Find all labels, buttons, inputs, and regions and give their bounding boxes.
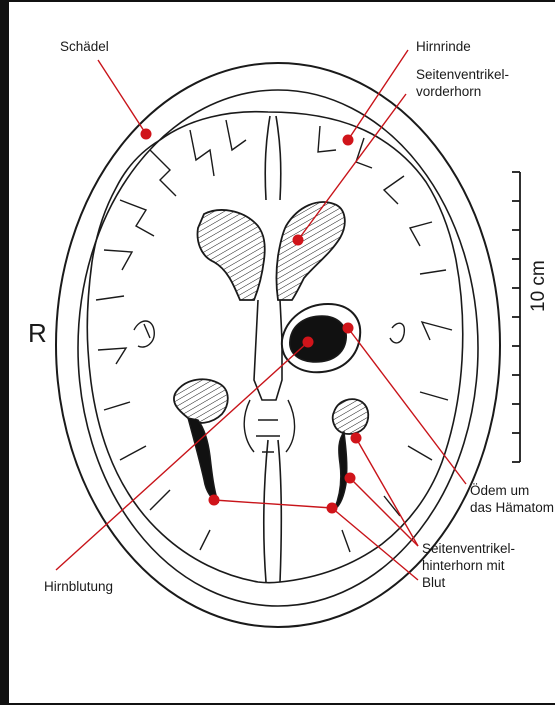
- left-posterior-horn: [174, 379, 228, 423]
- leader-hinterhorn-a: [356, 438, 418, 546]
- label-hinterhorn-line1: Seitenventrikel-: [422, 540, 515, 557]
- marker-hinterhorn: [351, 433, 362, 444]
- right-posterior-horn: [333, 399, 369, 434]
- marker-hirnrinde: [343, 135, 354, 146]
- scale-label: 10 cm: [528, 260, 550, 312]
- scale-bar: [512, 172, 520, 462]
- label-hirnrinde: Hirnrinde: [416, 38, 471, 55]
- leader-schaedel: [98, 60, 146, 134]
- marker-blut-left: [209, 495, 220, 506]
- central-structures: [244, 400, 294, 452]
- label-vorderhorn-line2: vorderhorn: [416, 83, 481, 100]
- marker-hirnblutung: [303, 337, 314, 348]
- marker-vorderhorn: [293, 235, 304, 246]
- label-oedem-line2: das Hämatom: [470, 499, 554, 516]
- third-ventricle: [254, 300, 282, 400]
- right-insula-sketch: [390, 323, 404, 343]
- left-posterior-blood: [188, 418, 218, 502]
- skull-inner: [78, 90, 478, 606]
- side-marker: R: [28, 318, 47, 349]
- marker-hinterhorn-blood: [345, 473, 356, 484]
- leader-hinterhorn-b: [350, 478, 418, 546]
- label-blut: Blut: [422, 574, 445, 591]
- label-schaedel: Schädel: [60, 38, 109, 55]
- leader-blut-b: [214, 500, 332, 508]
- leader-blut-a: [332, 508, 418, 580]
- label-vorderhorn-line1: Seitenventrikel-: [416, 66, 509, 83]
- marker-oedem: [343, 323, 354, 334]
- label-oedem-line1: Ödem um: [470, 482, 529, 499]
- right-posterior-blood: [334, 432, 347, 510]
- marker-schaedel: [141, 129, 152, 140]
- left-insula-sketch: [134, 321, 154, 347]
- label-hinterhorn-line2: hinterhorn mit: [422, 557, 505, 574]
- marker-blut-right: [327, 503, 338, 514]
- leader-hirnblutung: [56, 342, 308, 570]
- label-hirnblutung: Hirnblutung: [44, 578, 113, 595]
- leader-hirnrinde: [348, 50, 408, 140]
- anterior-horns: [198, 202, 345, 300]
- posterior-midline: [264, 440, 281, 582]
- midline: [265, 116, 281, 200]
